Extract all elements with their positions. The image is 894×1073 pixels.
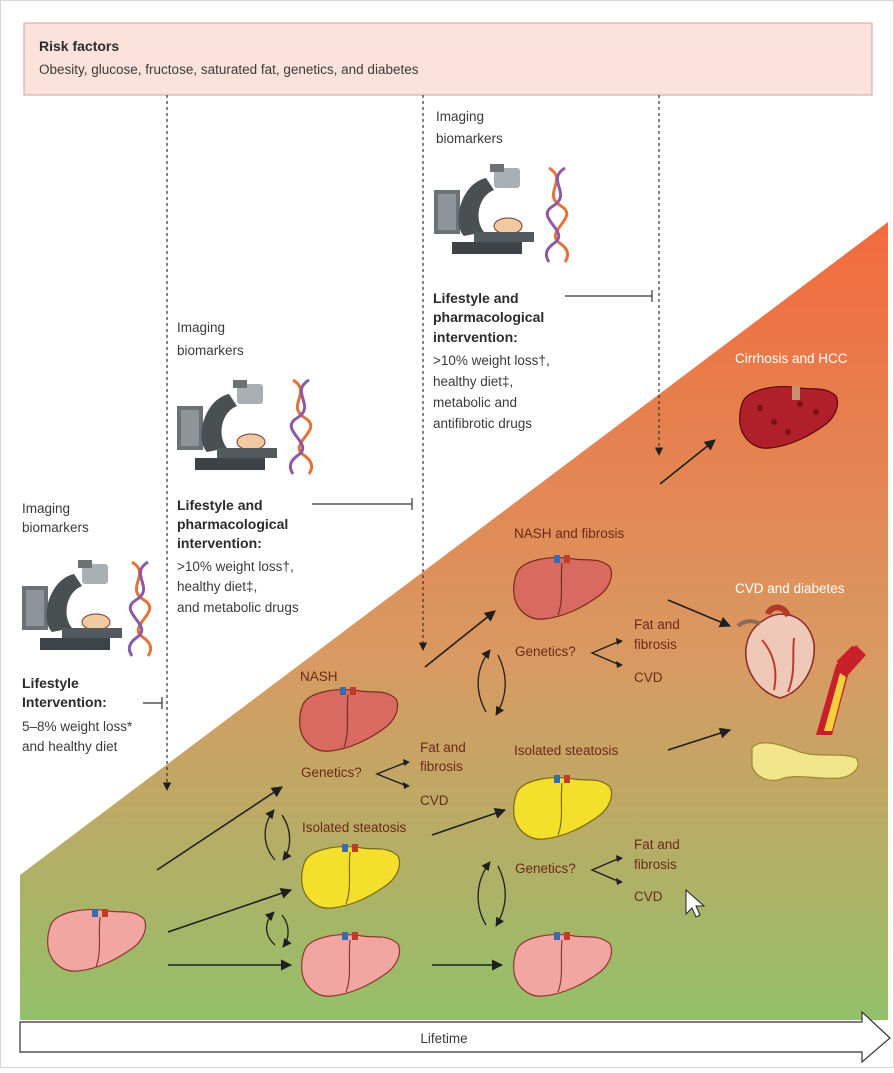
stage3-intervention-title3: intervention:	[433, 329, 518, 345]
stage3-intervention-text1: >10% weight loss†,	[433, 353, 550, 368]
cirrhosis-label: Cirrhosis and HCC	[735, 351, 848, 366]
stage3-intervention-text2: healthy diet‡,	[433, 374, 513, 389]
nash-fibrosis-label: NASH and fibrosis	[514, 526, 625, 541]
cvd-label: CVD	[634, 670, 663, 685]
fat-fibrosis-label: Fat and	[420, 740, 466, 755]
fat-fibrosis-label-line2: fibrosis	[420, 759, 463, 774]
stage3-imaging-line1: Imaging	[436, 109, 484, 124]
stage1-imaging-line2: biomarkers	[22, 520, 89, 535]
stage2-intervention-text3: and metabolic drugs	[177, 600, 299, 615]
cvd-label: CVD	[420, 793, 449, 808]
genetics-label: Genetics?	[515, 644, 576, 659]
fat-fibrosis-label: Fat and	[634, 617, 680, 632]
stage2-imaging-line1: Imaging	[177, 320, 225, 335]
risk-factors-text: Obesity, glucose, fructose, saturated fa…	[39, 62, 419, 77]
isolated-steatosis-label: Isolated steatosis	[514, 743, 619, 758]
cvd-diabetes-label: CVD and diabetes	[735, 581, 845, 596]
fat-fibrosis-label: Fat and	[634, 837, 680, 852]
genetics-label: Genetics?	[515, 861, 576, 876]
risk-factors-title: Risk factors	[39, 38, 119, 54]
stage2-intervention-text2: healthy diet‡,	[177, 579, 257, 594]
cvd-label: CVD	[634, 889, 663, 904]
stage2-intervention-title3: intervention:	[177, 535, 262, 551]
stage1-intervention-title1: Lifestyle	[22, 675, 79, 691]
stage3-intervention-text3: metabolic and	[433, 395, 517, 410]
stage2-imaging-line2: biomarkers	[177, 343, 244, 358]
stage1-intervention-title2: Intervention:	[22, 694, 107, 710]
stage1-intervention-text2: and healthy diet	[22, 739, 118, 754]
lifetime-label: Lifetime	[420, 1031, 467, 1046]
stage1-intervention-text1: 5–8% weight loss*	[22, 719, 133, 734]
stage3-intervention-title2: pharmacological	[433, 309, 544, 325]
stage2-intervention-title2: pharmacological	[177, 516, 288, 532]
stage3-intervention-title1: Lifestyle and	[433, 290, 519, 306]
stage2-intervention-title1: Lifestyle and	[177, 497, 263, 513]
stage3-imaging-line2: biomarkers	[436, 131, 503, 146]
fat-fibrosis-label-line2: fibrosis	[634, 857, 677, 872]
stage3-intervention-text4: antifibrotic drugs	[433, 416, 532, 431]
stage2-intervention-text1: >10% weight loss†,	[177, 559, 294, 574]
isolated-steatosis-label: Isolated steatosis	[302, 820, 407, 835]
fat-fibrosis-label-line2: fibrosis	[634, 637, 677, 652]
genetics-label: Genetics?	[301, 765, 362, 780]
nash-label: NASH	[300, 669, 338, 684]
risk-factors-box: Risk factors Obesity, glucose, fructose,…	[24, 23, 872, 95]
stage1-imaging-line1: Imaging	[22, 501, 70, 516]
